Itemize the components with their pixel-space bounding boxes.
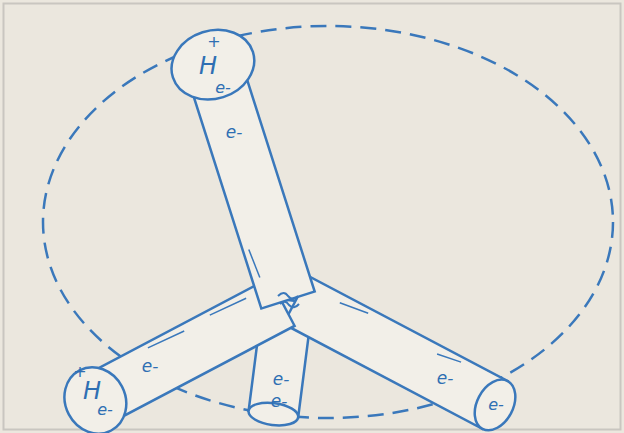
electron-label: e- [437,370,454,387]
electron-label: e- [271,393,288,410]
electron-label: e- [215,80,231,96]
electron-label: e- [226,124,243,141]
electron-label: e- [488,397,504,413]
hydrogen-end [53,356,138,433]
electron-label: e- [97,402,113,418]
orbital-cylinder [163,20,328,313]
atom-symbol: H [199,54,217,78]
picture-frame [4,4,621,430]
hydrogen-end [163,20,264,110]
charge-sign: + [73,364,86,380]
charge-sign: + [207,34,220,50]
electron-label: e- [273,371,290,388]
orbital-cylinder [283,276,523,433]
bond-knot [278,293,299,307]
atom-symbol: H [83,379,101,403]
electron-label: e- [142,358,159,375]
